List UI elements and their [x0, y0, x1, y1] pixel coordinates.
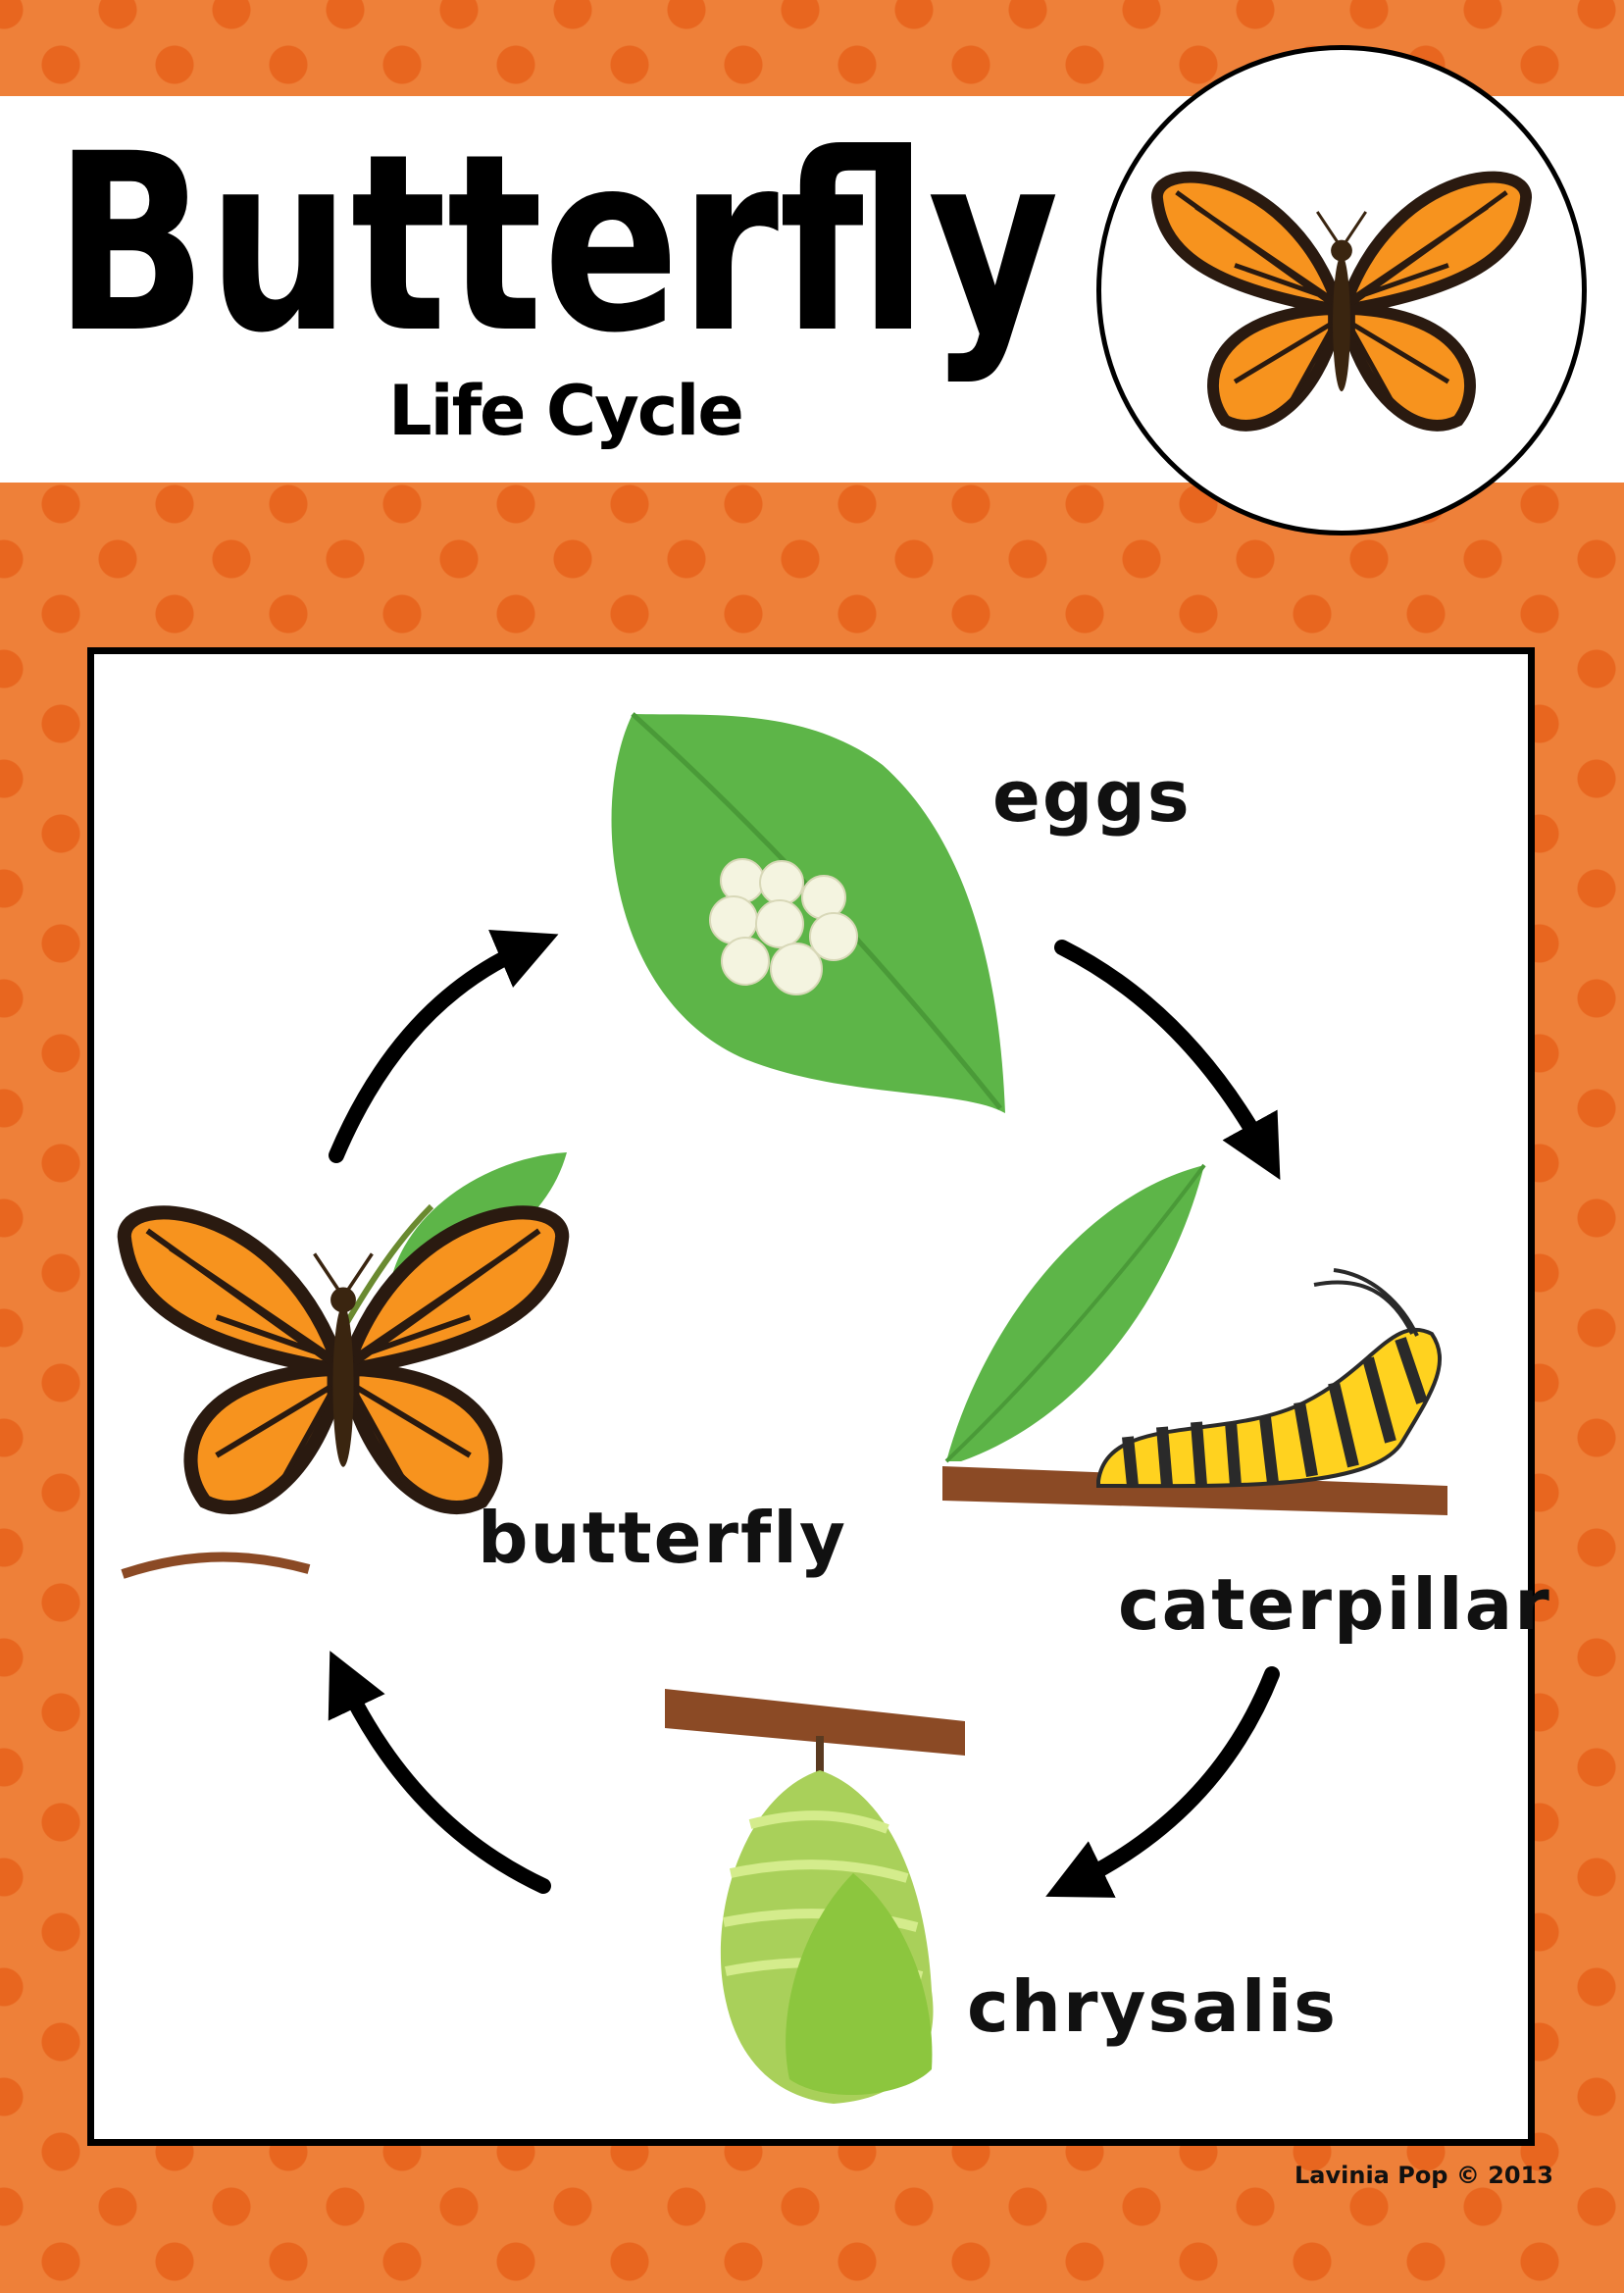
- label-eggs: eggs: [992, 755, 1192, 838]
- caterpillar-illustration: [942, 1163, 1447, 1515]
- header-butterfly-icon: [1157, 178, 1526, 426]
- arrow-caterpillar-to-chrysalis: [1045, 1666, 1280, 1898]
- copyright-credit: Lavinia Pop © 2013: [1294, 2162, 1553, 2189]
- page-subtitle: Life Cycle: [388, 371, 744, 451]
- butterfly-illustration: [123, 1152, 567, 1579]
- cycle-arrows: [328, 930, 1281, 1898]
- header-butterfly-badge: [1096, 45, 1587, 535]
- arrow-eggs-to-caterpillar: [1054, 940, 1281, 1181]
- title-text: Butterfly: [54, 118, 1059, 386]
- label-caterpillar: caterpillar: [1118, 1563, 1551, 1646]
- label-butterfly: butterfly: [478, 1497, 847, 1579]
- label-chrysalis: chrysalis: [967, 1965, 1339, 2048]
- eggs-on-leaf-illustration: [611, 712, 1005, 1113]
- arrow-chrysalis-to-butterfly: [328, 1651, 551, 1894]
- page-title: Butterfly: [54, 118, 1059, 386]
- chrysalis-illustration: [665, 1689, 965, 2104]
- arrow-butterfly-to-eggs: [329, 930, 559, 1163]
